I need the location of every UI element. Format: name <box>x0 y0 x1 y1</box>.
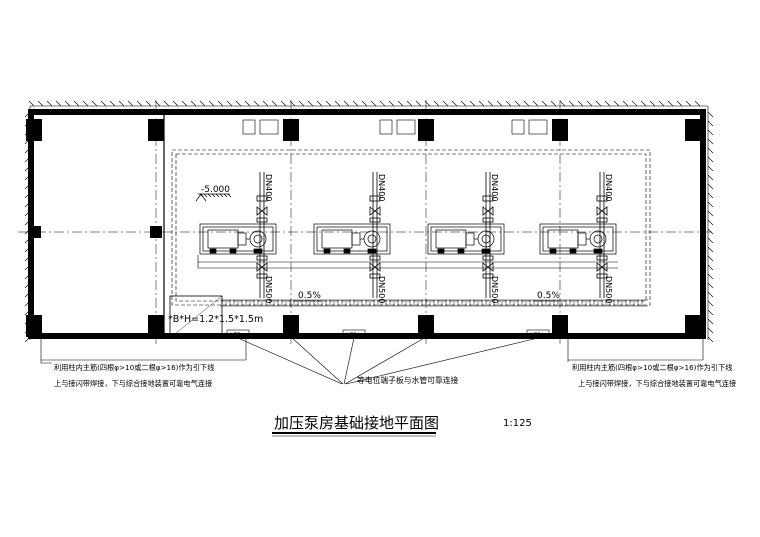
sump-pit <box>169 295 223 339</box>
grounding-loop <box>171 149 651 306</box>
earth-hatch <box>24 100 714 343</box>
pipe-riser-3 <box>482 172 494 298</box>
pit-label: *B*H=1.2*1.5*1.5m <box>168 314 263 325</box>
pipe-in-label-1: DN400 <box>264 174 273 201</box>
note-left-line2: 上与接闪带焊接，下与综合接地装置可靠电气连接 <box>54 379 212 388</box>
elevation-label: -5.000 <box>201 185 230 195</box>
axis-lines <box>18 100 715 345</box>
note-left-line1: 利用柱内主筋(四根φ>10或二根φ>16)作为引下线 <box>54 363 214 372</box>
svg-text:LEB: LEB <box>346 332 357 339</box>
pump-set-4 <box>539 223 617 255</box>
pipe-in-label-3: DN400 <box>490 174 499 201</box>
pipe-out-label-2: DN500 <box>377 276 386 303</box>
note-right-line1: 利用柱内主筋(四根φ>10或二根φ>16)作为引下线 <box>572 363 732 372</box>
pump-set-1 <box>199 223 277 255</box>
structure-walls <box>28 109 706 339</box>
svg-text:LEB: LEB <box>230 332 241 339</box>
leader-lines <box>40 336 704 385</box>
pipe-out-label-3: DN500 <box>490 276 499 303</box>
pipe-in-label-4: DN400 <box>604 174 613 201</box>
drawing-scale: 1:125 <box>503 418 532 429</box>
pipe-riser-1 <box>256 172 268 298</box>
header-pipe <box>197 255 618 269</box>
drawing-title: 加压泵房基础接地平面图 <box>274 414 439 432</box>
pipe-out-label-4: DN500 <box>604 276 613 303</box>
pipe-in-label-2: DN400 <box>377 174 386 201</box>
top-fixtures <box>242 119 548 135</box>
note-center: 等电位端子板与水管可靠连接 <box>357 375 459 385</box>
elevation-symbol <box>195 193 232 202</box>
pipe-riser-2 <box>369 172 381 298</box>
pipe-riser-4 <box>596 172 608 298</box>
slope-label-left: 0.5% <box>298 291 321 301</box>
pipe-out-label-1: DN500 <box>264 276 273 303</box>
slope-label-right: 0.5% <box>537 291 560 301</box>
drain-trench <box>220 299 648 307</box>
pump-set-3 <box>427 223 505 255</box>
pump-set-2 <box>313 223 391 255</box>
note-right-line2: 上与接闪带焊接，下与综合接地装置可靠电气连接 <box>578 379 736 388</box>
svg-text:LEB: LEB <box>530 332 541 339</box>
